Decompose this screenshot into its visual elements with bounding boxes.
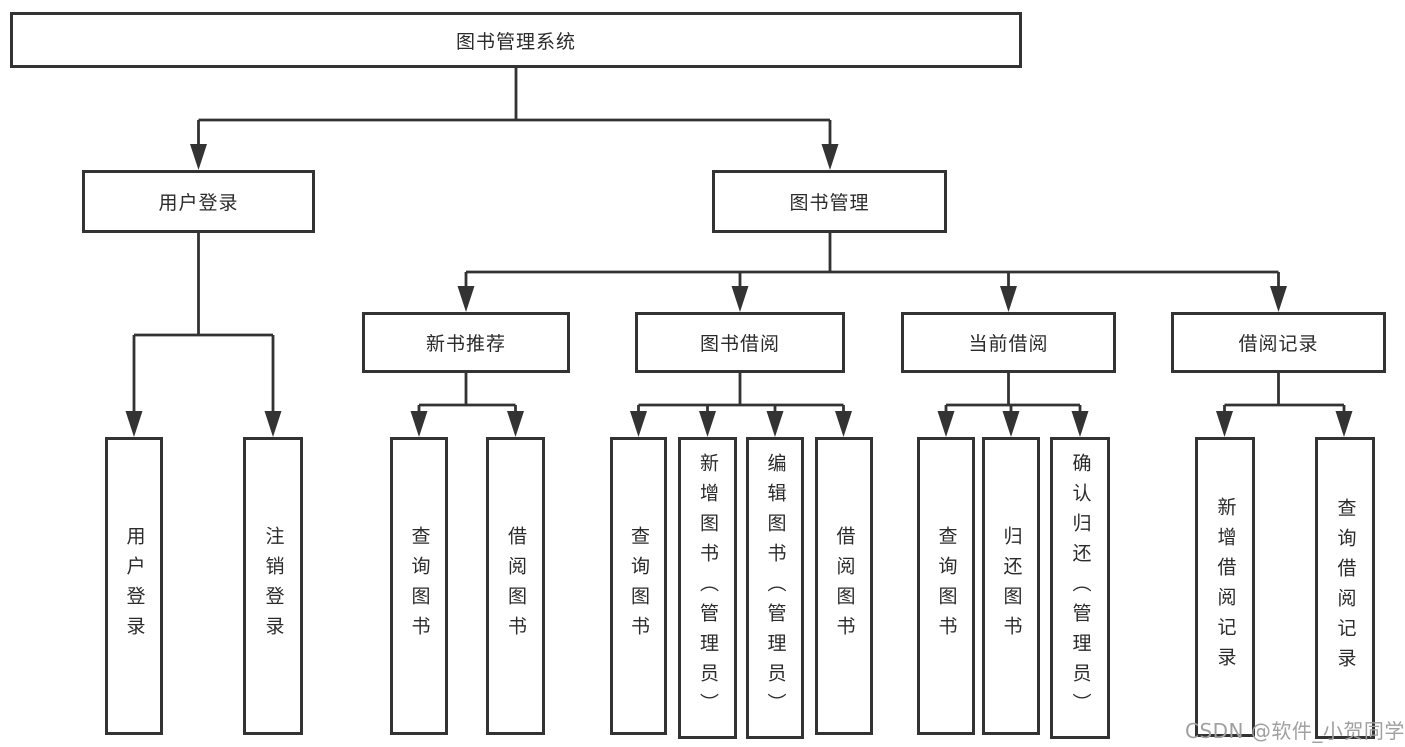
node-leaf-user-login: 用户登录 [105, 437, 163, 735]
node-root: 图书管理系统 [10, 12, 1022, 68]
node-user-login: 用户登录 [82, 170, 315, 233]
node-new-book-recommend: 新书推荐 [362, 312, 570, 373]
node-leaf-query-books-recommend: 查询图书 [390, 437, 448, 735]
node-borrowing-records: 借阅记录 [1171, 312, 1386, 373]
node-leaf-confirm-return-admin: 确认归还（管理员） [1050, 437, 1110, 739]
node-book-management: 图书管理 [712, 170, 947, 233]
node-leaf-logout: 注销登录 [243, 437, 303, 735]
watermark: CSDN @软件_小贺同学 [1185, 719, 1405, 743]
node-leaf-add-borrow-record: 新增借阅记录 [1195, 437, 1255, 737]
node-leaf-query-books-current: 查询图书 [917, 437, 975, 735]
node-current-borrowing: 当前借阅 [901, 312, 1116, 373]
node-leaf-borrow-books-recommend: 借阅图书 [486, 437, 545, 735]
node-leaf-query-books-borrowing: 查询图书 [610, 437, 667, 735]
node-leaf-borrow-books-borrowing: 借阅图书 [815, 437, 873, 735]
node-book-borrowing: 图书借阅 [635, 312, 845, 373]
node-leaf-add-books-admin: 新增图书（管理员） [678, 437, 737, 739]
node-leaf-return-books: 归还图书 [982, 437, 1040, 735]
node-leaf-query-borrow-record: 查询借阅记录 [1315, 437, 1375, 739]
node-leaf-edit-books-admin: 编辑图书（管理员） [746, 437, 804, 739]
